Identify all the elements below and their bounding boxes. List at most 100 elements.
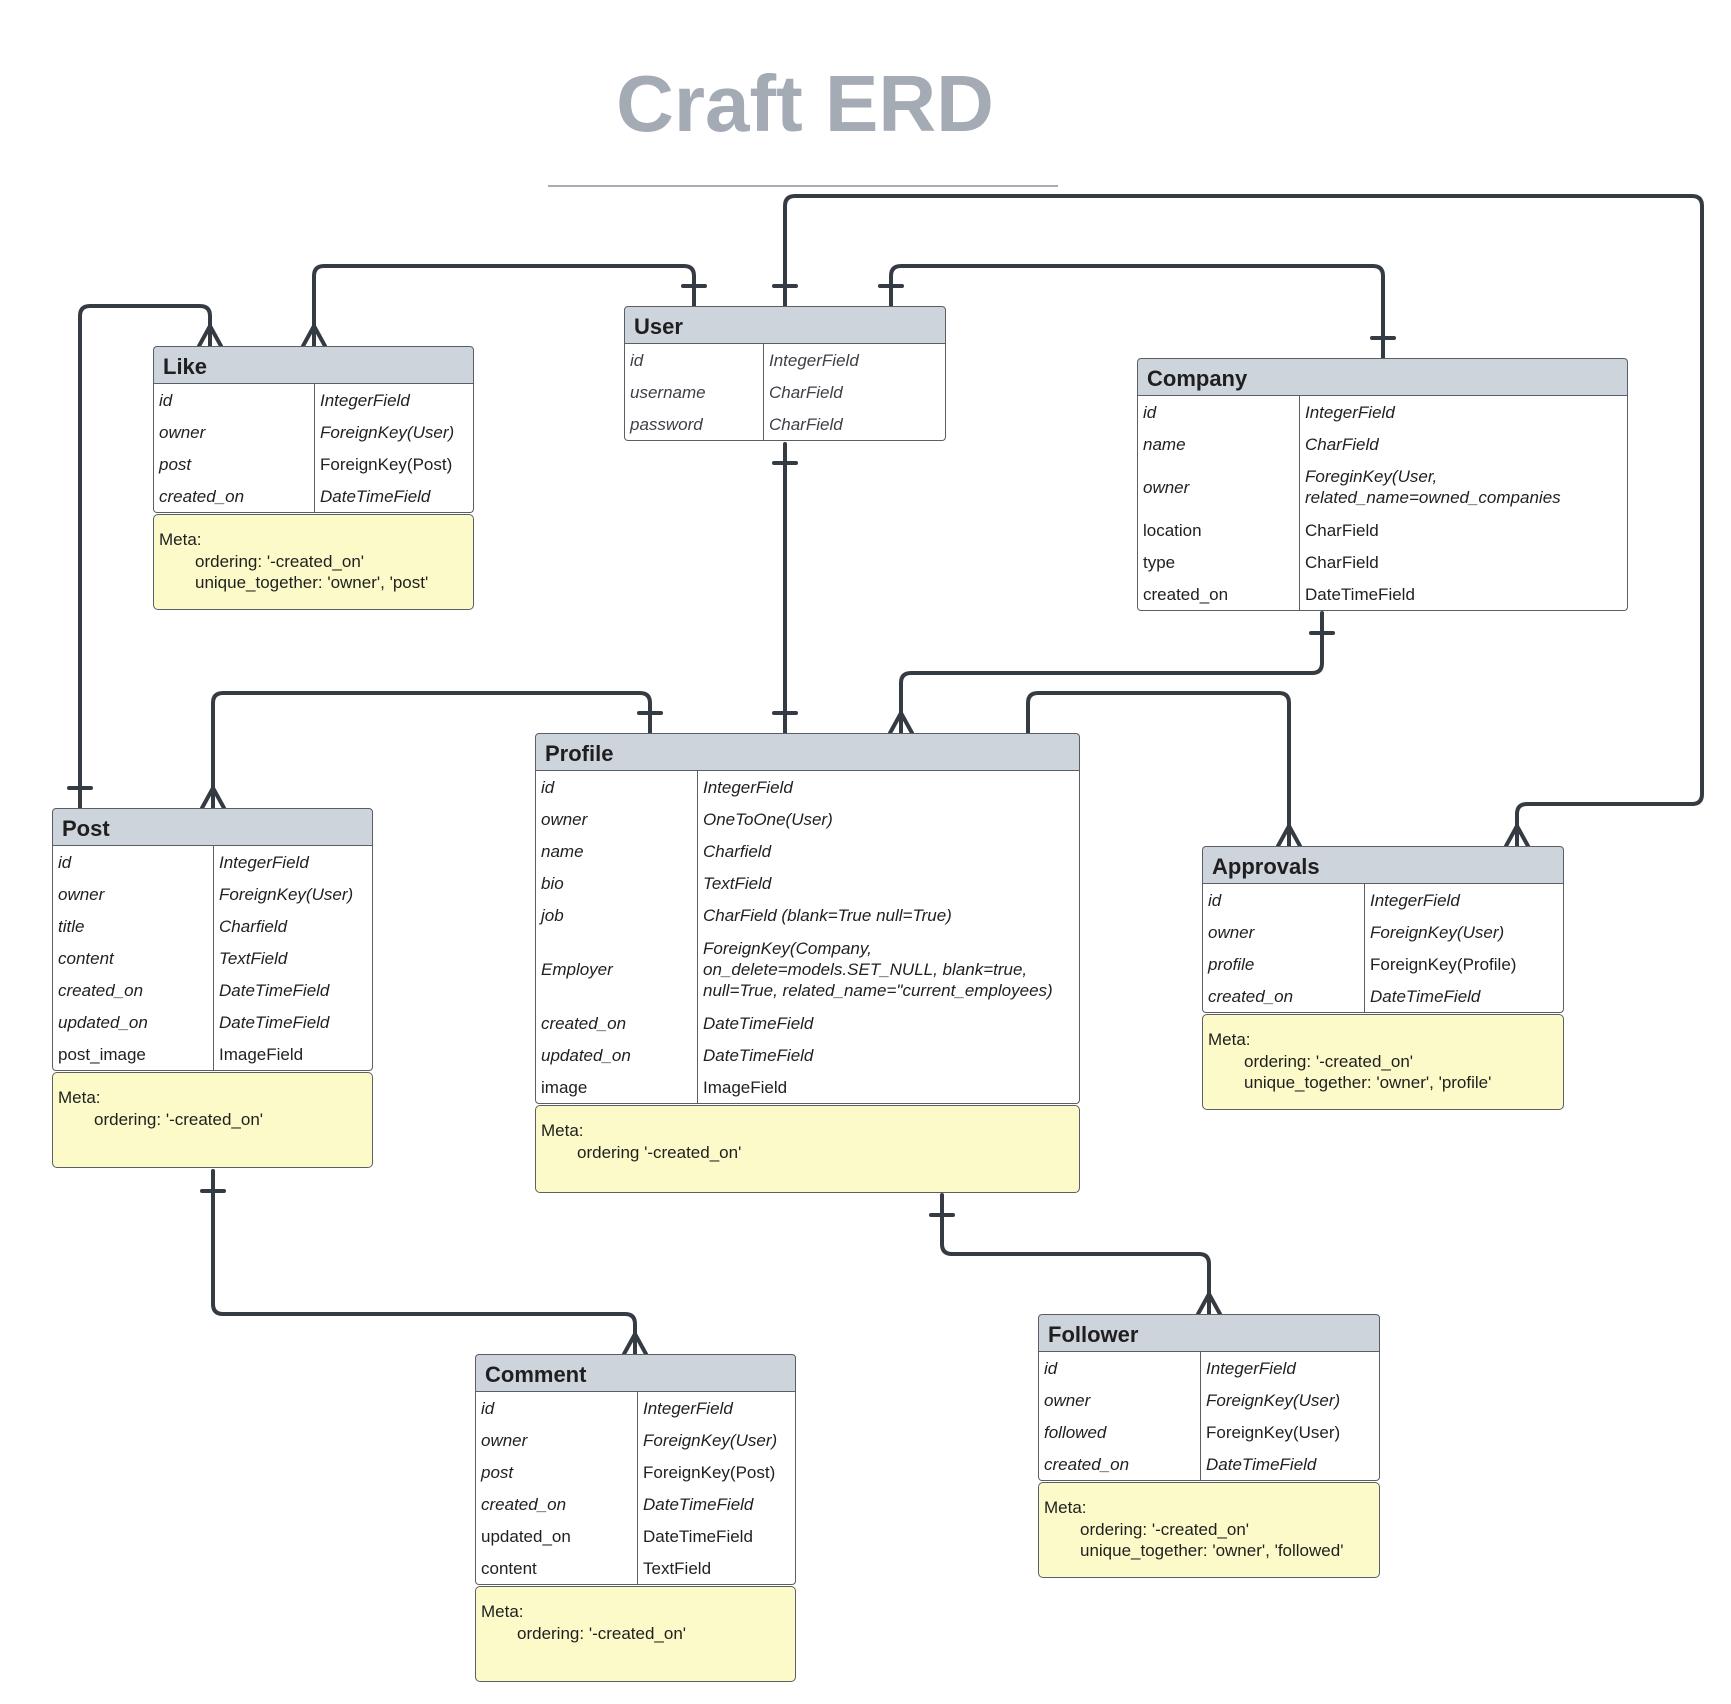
field-name: id	[1203, 884, 1365, 916]
many-crowfoot	[301, 324, 327, 348]
entity-header: Approvals	[1202, 846, 1564, 884]
field-type: ForeignKey(User)	[219, 884, 354, 904]
field-name: updated_on	[53, 1006, 214, 1038]
field-type: IntegerField	[1305, 402, 1395, 422]
field-type: CharField	[1305, 434, 1379, 454]
link-profile-follower	[940, 1193, 1211, 1316]
link-user-company	[889, 264, 1385, 360]
meta-note-follower: Meta:ordering: '-created_on'unique_toget…	[1038, 1482, 1380, 1578]
field-type: IntegerField	[703, 777, 793, 797]
entity-header: Post	[52, 808, 373, 846]
field-name: id	[476, 1392, 638, 1424]
field-type: OneToOne(User)	[703, 809, 833, 829]
meta-line: unique_together: 'owner', 'profile'	[1244, 1073, 1492, 1092]
field-name: owner	[1138, 460, 1300, 514]
meta-line: ordering: '-created_on'	[94, 1109, 264, 1129]
field-type: CharField	[1305, 552, 1379, 572]
field-name: updated_on	[476, 1520, 638, 1552]
field-name: job	[536, 899, 698, 931]
field-name: owner	[53, 878, 214, 910]
field-type: IntegerField	[643, 1398, 733, 1418]
field-type: DateTimeField	[643, 1526, 753, 1546]
field-name: post_image	[53, 1038, 214, 1070]
entity-header: User	[624, 306, 946, 344]
field-name: created_on	[1138, 578, 1300, 610]
field-type: DateTimeField	[320, 486, 431, 506]
many-crowfoot	[888, 711, 914, 735]
entity-header: Profile	[535, 733, 1080, 771]
field-type: TextField	[219, 948, 288, 968]
link-company-profile	[899, 611, 1324, 735]
meta-line: Meta:	[541, 1121, 584, 1140]
meta-line: ordering '-created_on'	[577, 1142, 742, 1162]
field-type: CharField	[1305, 520, 1379, 540]
field-type: IntegerField	[219, 852, 309, 872]
field-type: ImageField	[219, 1044, 304, 1064]
field-name: id	[625, 344, 764, 376]
field-name: created_on	[476, 1488, 638, 1520]
field-type: DateTimeField	[1370, 986, 1481, 1006]
field-name: owner	[536, 803, 698, 835]
field-type: TextField	[703, 873, 772, 893]
link-user-like	[312, 264, 696, 348]
field-name: location	[1138, 514, 1300, 546]
field-type: IntegerField	[769, 350, 859, 370]
field-type: IntegerField	[1370, 890, 1460, 910]
link-post-like	[78, 304, 212, 810]
diagram-title: Craft ERD	[616, 59, 994, 148]
link-user-approvals	[783, 194, 1704, 848]
meta-note-approvals: Meta:ordering: '-created_on'unique_toget…	[1202, 1014, 1564, 1110]
meta-line: ordering: '-created_on'	[517, 1623, 687, 1643]
field-name: content	[53, 942, 214, 974]
field-name: updated_on	[536, 1039, 698, 1071]
field-name: followed	[1039, 1416, 1201, 1448]
meta-note-post: Meta:ordering: '-created_on'	[52, 1072, 373, 1168]
field-name: owner	[476, 1424, 638, 1456]
field-type: ForeignKey(Profile)	[1370, 954, 1517, 974]
field-name: created_on	[1039, 1448, 1201, 1480]
field-type: CharField (blank=True null=True)	[703, 905, 952, 925]
field-name: created_on	[1203, 980, 1365, 1012]
many-crowfoot	[197, 324, 223, 348]
field-name: profile	[1203, 948, 1365, 980]
field-type: DateTimeField	[703, 1013, 814, 1033]
meta-note-profile: Meta: ordering '-created_on'	[535, 1105, 1080, 1193]
field-type: ForeignKey(User)	[1206, 1422, 1341, 1442]
field-type: DateTimeField	[703, 1045, 814, 1065]
field-name: created_on	[53, 974, 214, 1006]
field-type: Charfield	[219, 916, 288, 936]
field-type: ForeignKey(User)	[643, 1430, 778, 1450]
field-name: password	[625, 408, 764, 440]
field-name: title	[53, 910, 214, 942]
field-name: created_on	[536, 1007, 698, 1039]
field-name: owner	[154, 416, 315, 448]
many-crowfoot	[1196, 1292, 1222, 1316]
link-post-comment	[211, 1169, 637, 1356]
meta-line: Meta:	[1208, 1030, 1251, 1049]
